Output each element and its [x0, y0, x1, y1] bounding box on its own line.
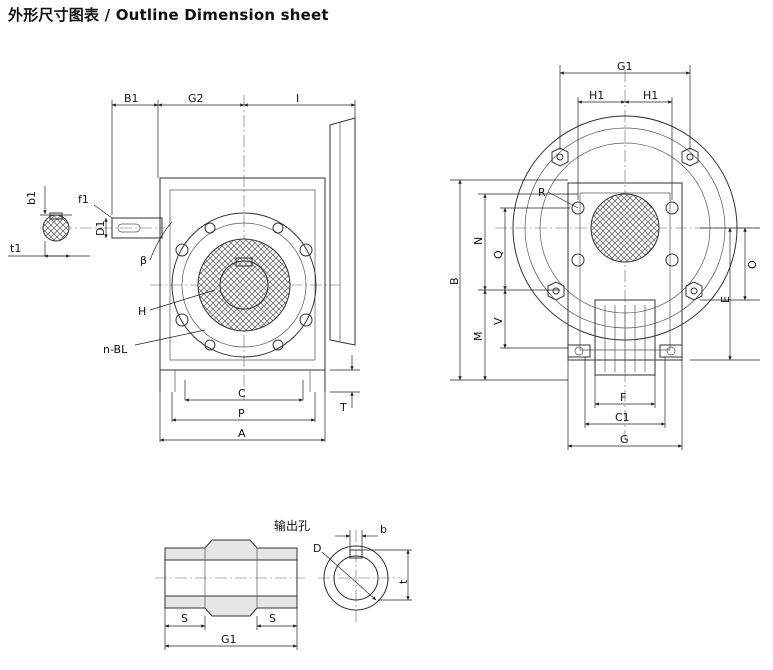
label-H1-left: H1	[589, 89, 604, 102]
label-H: H	[138, 305, 146, 318]
label-b: b	[380, 523, 387, 536]
label-A: A	[238, 427, 246, 440]
label-B: B	[448, 277, 461, 285]
label-G1-side: G1	[617, 60, 633, 73]
bolt-holes-front	[175, 222, 313, 351]
label-S-right: S	[269, 612, 276, 625]
page-title: 外形尺寸图表 / Outline Dimension sheet	[8, 6, 329, 24]
label-V: V	[492, 317, 505, 325]
front-view: B1 G2 I b1 f1 D1 t1 β H n-BL C P A T	[8, 92, 360, 442]
label-N: N	[472, 237, 485, 245]
label-T: T	[339, 401, 347, 414]
label-B1: B1	[124, 92, 139, 105]
label-f1: f1	[78, 193, 89, 206]
label-P: P	[238, 407, 245, 420]
label-H1-right: H1	[643, 89, 658, 102]
label-S-left: S	[181, 612, 188, 625]
label-n-BL: n-BL	[103, 343, 128, 356]
label-G-side: G	[620, 433, 629, 446]
label-t: t	[397, 579, 410, 584]
label-Q: Q	[492, 250, 505, 259]
label-R: R	[538, 186, 546, 199]
label-D1: D1	[94, 221, 107, 236]
side-view: G1 H1 H1 R B N Q M V O E F C1 G	[448, 60, 760, 450]
label-E: E	[719, 296, 732, 303]
label-M: M	[472, 332, 485, 342]
label-I: I	[296, 92, 299, 105]
label-G1-bottom: G1	[221, 633, 237, 646]
label-beta: β	[140, 254, 147, 267]
label-b1: b1	[25, 191, 38, 205]
output-hole-detail: 输出孔 b D t S S G1	[155, 518, 412, 650]
label-F: F	[620, 391, 626, 404]
label-t1: t1	[10, 242, 21, 255]
label-D: D	[313, 542, 321, 555]
label-O: O	[746, 260, 759, 269]
label-G2: G2	[188, 92, 204, 105]
label-C: C	[238, 387, 246, 400]
output-hole-caption: 输出孔	[274, 518, 310, 533]
label-C1: C1	[615, 411, 630, 424]
